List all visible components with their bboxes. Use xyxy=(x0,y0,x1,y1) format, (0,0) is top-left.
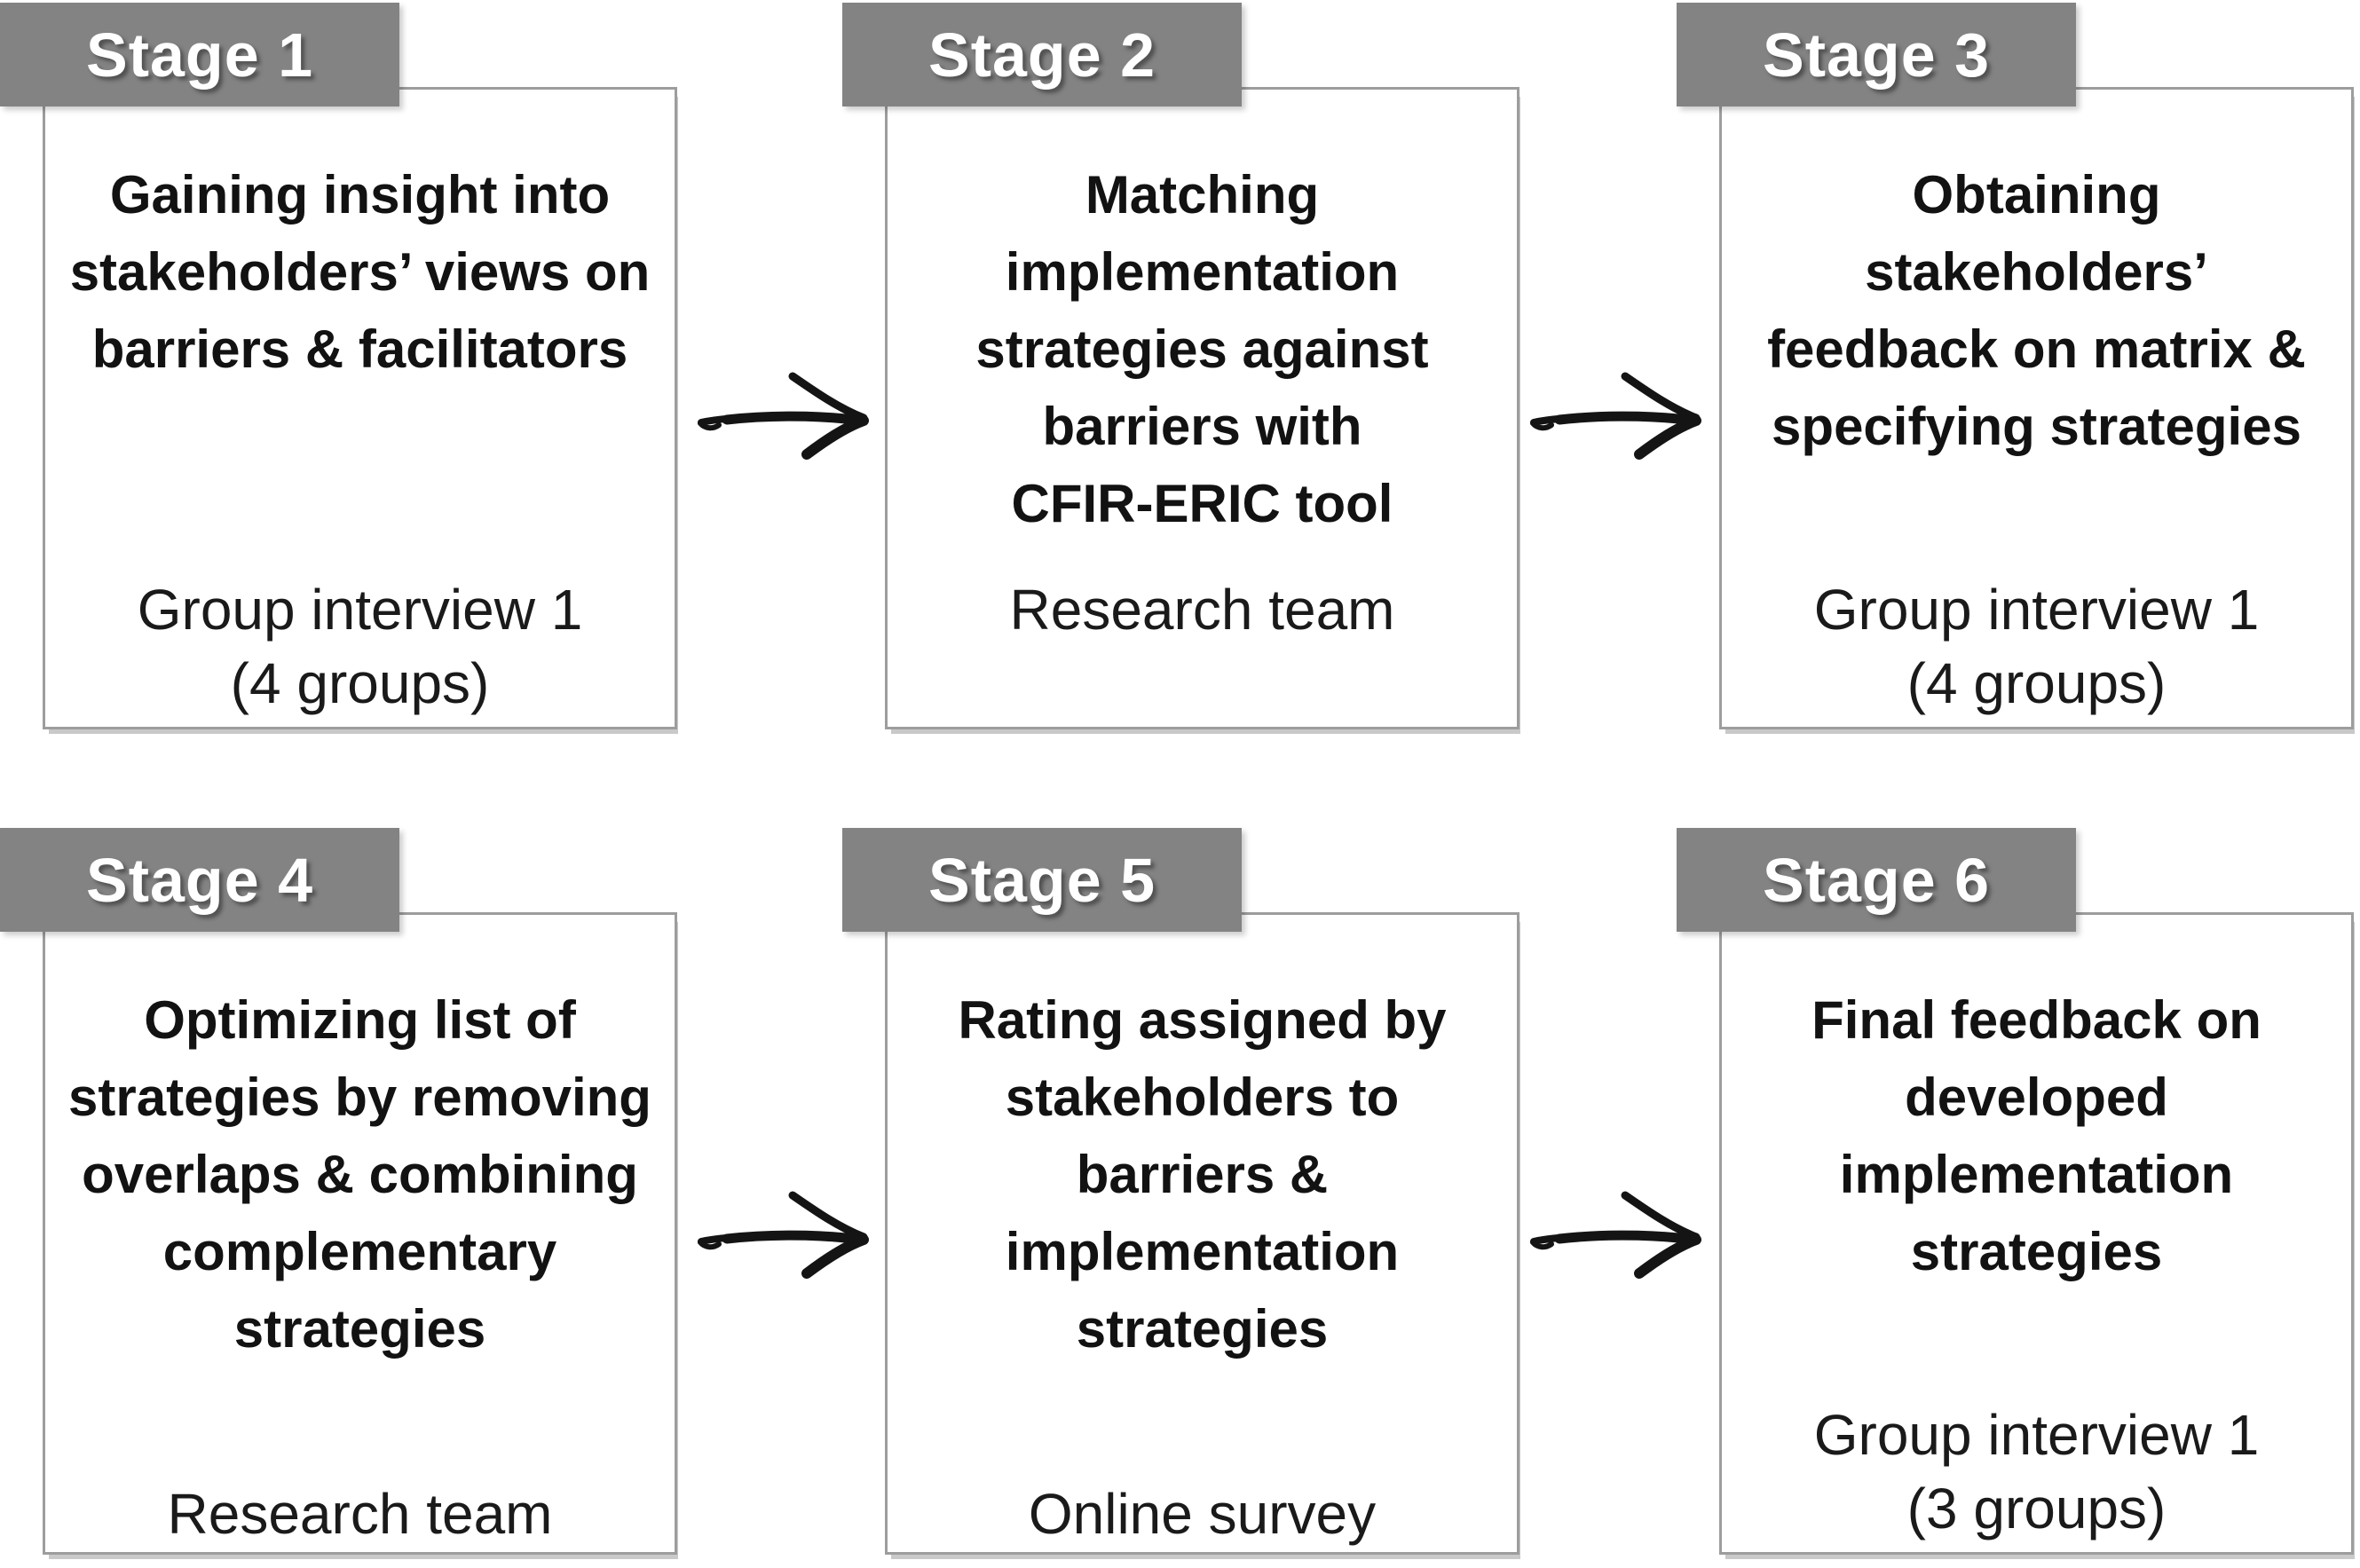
stage-3-tab: Stage 3 xyxy=(1677,3,2076,106)
stage-2-box: Matching implementation strategies again… xyxy=(885,87,1519,729)
arrow-head-lower xyxy=(801,1234,869,1279)
arrow-stage4-to-stage5-icon xyxy=(698,1191,869,1279)
arrow-head-upper xyxy=(788,1191,868,1241)
arrow-shaft-bold xyxy=(722,411,851,425)
stage-2-footer: Research team xyxy=(1009,578,1395,642)
stage-2-tab: Stage 2 xyxy=(842,3,1242,106)
stage-5-tab: Stage 5 xyxy=(842,828,1242,932)
stage-1-tab: Stage 1 xyxy=(0,3,399,106)
stage-5-footer: Online survey xyxy=(1028,1482,1377,1546)
stage-4-box: Optimizing list of strategies by removin… xyxy=(43,912,677,1555)
stage-2-tab-label: Stage 2 xyxy=(928,20,1156,90)
arrow-shaft-bold xyxy=(1554,1230,1684,1244)
stage-6-tab-label: Stage 6 xyxy=(1763,845,1990,915)
stage-5-box: Rating assigned by stakeholders to barri… xyxy=(885,912,1519,1555)
arrow-head-upper xyxy=(788,372,868,422)
stage-4-tab-label: Stage 4 xyxy=(86,845,313,915)
arrow-head-upper xyxy=(1621,1191,1701,1241)
arrow-shaft-bold xyxy=(722,1230,851,1244)
stage-1-tab-label: Stage 1 xyxy=(86,20,313,90)
stage-1-title: Gaining insight into stakeholders’ views… xyxy=(69,165,651,379)
stage-3-box: Obtaining stakeholders’ feedback on matr… xyxy=(1719,87,2354,729)
stage-6-tab: Stage 6 xyxy=(1677,828,2076,932)
stage-2-title: Matching implementation strategies again… xyxy=(975,165,1429,533)
stage-1-footer: Group interview 1 (4 groups) xyxy=(137,578,583,715)
stage-5-tab-label: Stage 5 xyxy=(928,845,1156,915)
stage-6-box: Final feedback on developed implementati… xyxy=(1719,912,2354,1555)
stage-4-footer: Research team xyxy=(167,1482,553,1546)
stage-6-title: Final feedback on developed implementati… xyxy=(1811,990,2261,1281)
stage-1-box: Gaining insight into stakeholders’ views… xyxy=(43,87,677,729)
arrow-head-lower xyxy=(1634,1234,1701,1279)
stage-4-title: Optimizing list of strategies by removin… xyxy=(68,990,651,1359)
arrow-stage1-to-stage2-icon xyxy=(698,372,869,460)
arrow-stage5-to-stage6-icon xyxy=(1530,1191,1701,1279)
arrow-head-upper xyxy=(1621,372,1701,422)
arrow-stage2-to-stage3-icon xyxy=(1530,372,1701,460)
arrow-head-lower xyxy=(801,415,869,460)
stage-5-title: Rating assigned by stakeholders to barri… xyxy=(958,990,1447,1359)
arrow-shaft-bold xyxy=(1554,411,1684,425)
stage-3-title: Obtaining stakeholders’ feedback on matr… xyxy=(1767,165,2306,456)
stage-4-tab: Stage 4 xyxy=(0,828,399,932)
stage-3-tab-label: Stage 3 xyxy=(1763,20,1990,90)
arrow-head-lower xyxy=(1634,415,1701,460)
stage-6-footer: Group interview 1 (3 groups) xyxy=(1813,1403,2260,1540)
stage-3-footer: Group interview 1 (4 groups) xyxy=(1813,578,2260,715)
